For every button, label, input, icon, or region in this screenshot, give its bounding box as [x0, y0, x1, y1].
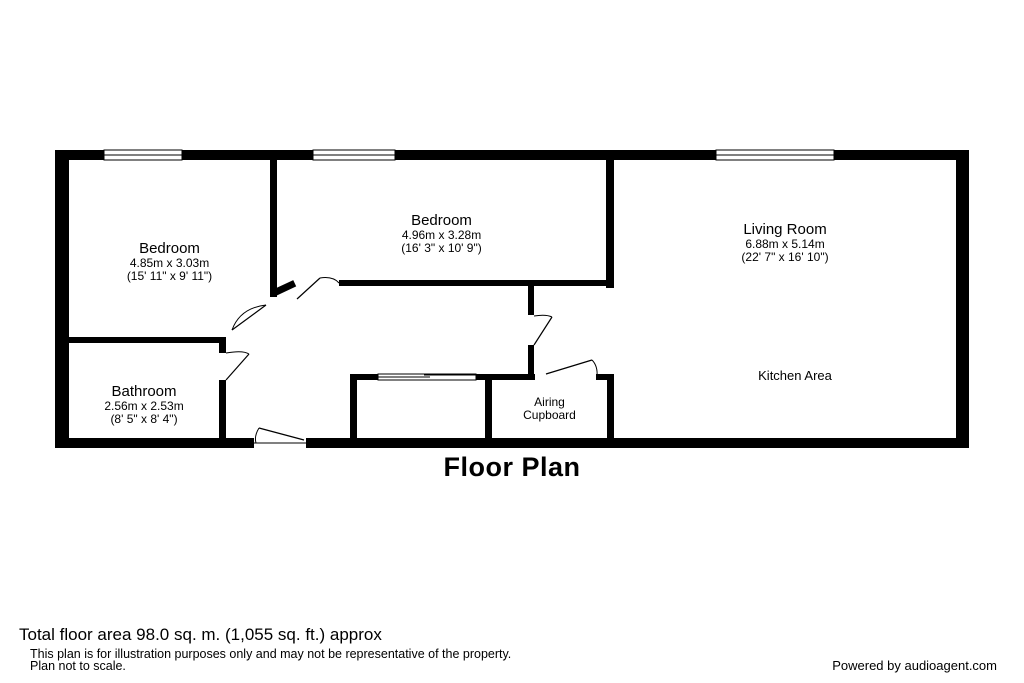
- room-dimensions-metric: 6.88m x 5.14m: [745, 237, 825, 251]
- room-dimensions-imperial: (22' 7" x 16' 10"): [741, 250, 829, 264]
- room-dimensions-imperial: (16' 3" x 10' 9"): [401, 241, 482, 255]
- disclaimer-line-1: This plan is for illustration purposes o…: [30, 647, 512, 661]
- windows: [103, 149, 835, 161]
- room-name: Living Room: [743, 221, 827, 238]
- room-name: Bedroom: [139, 240, 200, 257]
- outer-walls: [55, 150, 969, 448]
- room-name-line-1: Airing: [534, 395, 565, 409]
- room-dimensions-imperial: (8' 5" x 8' 4"): [110, 412, 178, 426]
- room-dimensions-metric: 2.56m x 2.53m: [104, 399, 184, 413]
- doors: [225, 277, 598, 444]
- room-label-bedroom-2: Bedroom 4.96m x 3.28m (16' 3" x 10' 9"): [277, 212, 606, 255]
- room-dimensions-metric: 4.85m x 3.03m: [129, 256, 210, 270]
- room-label-airing-cupboard: Airing Cupboard: [492, 396, 607, 422]
- room-label-bedroom-1: Bedroom 4.85m x 3.03m (15' 11" x 9' 11"): [69, 240, 270, 283]
- interior-walls: [65, 155, 614, 442]
- room-name: Kitchen Area: [758, 368, 832, 383]
- room-name-line-2: Cupboard: [523, 408, 576, 422]
- sliding-door: [377, 373, 477, 381]
- room-dimensions-imperial: (15' 11" x 9' 11"): [126, 269, 213, 283]
- room-label-bathroom: Bathroom 2.56m x 2.53m (8' 5" x 8' 4"): [69, 383, 219, 426]
- powered-by-credit: Powered by audioagent.com: [832, 658, 997, 673]
- room-dimensions-metric: 4.96m x 3.28m: [401, 228, 482, 242]
- total-floor-area: Total floor area 98.0 sq. m. (1,055 sq. …: [19, 625, 382, 644]
- room-label-kitchen-area: Kitchen Area: [614, 369, 976, 382]
- plan-title: Floor Plan: [443, 452, 581, 482]
- room-name: Bathroom: [111, 383, 177, 400]
- disclaimer-line-2: Plan not to scale.: [30, 659, 126, 673]
- room-name: Bedroom: [411, 212, 472, 229]
- room-label-living-room: Living Room 6.88m x 5.14m (22' 7" x 16' …: [614, 221, 956, 264]
